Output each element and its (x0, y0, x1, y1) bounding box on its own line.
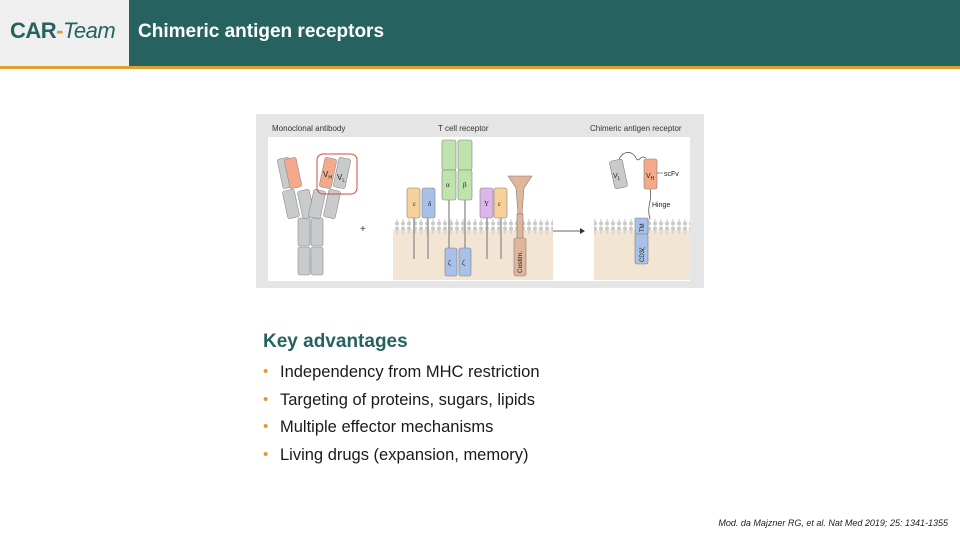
tcr-alpha-1 (441, 139, 457, 171)
car-vh-domain (643, 158, 658, 190)
mab-title: Monoclonal antibody (272, 124, 345, 133)
list-item: •Targeting of proteins, sugars, lipids (263, 390, 535, 409)
antibody (277, 157, 351, 276)
tcr-membrane (393, 219, 553, 234)
zeta-label-1: ζ (448, 259, 451, 267)
bullet-icon: • (263, 445, 269, 463)
beta-label: β (463, 181, 467, 189)
tcr-complex (406, 139, 533, 277)
fc-right-1 (310, 217, 324, 247)
tcr-title: T cell receptor (438, 124, 489, 133)
mab-vl-label: VL (337, 173, 345, 184)
arrow-head (580, 228, 585, 234)
tcr-beta-1 (457, 139, 473, 171)
arm-left-cl (282, 189, 300, 219)
advantages-title: Key advantages (263, 331, 408, 352)
plus-sign: + (360, 224, 366, 235)
logo-text: CAR-Team (10, 18, 116, 43)
tcr-beta-2 (457, 169, 473, 201)
arm-right-vh (319, 157, 337, 189)
cd3-delta (421, 187, 436, 219)
list-item: •Independency from MHC restriction (263, 363, 540, 381)
header-rule (0, 66, 960, 69)
page-title: Chimeric antigen receptors (138, 21, 385, 42)
cd3z-domain (634, 233, 649, 265)
gamma-label: Υ (484, 200, 489, 208)
arm-right-cl (323, 189, 341, 219)
delta-label: δ (428, 200, 432, 208)
arm-left-vh (284, 157, 302, 189)
tm-label: TM (640, 223, 646, 232)
costim-domain (513, 237, 527, 277)
mab-vh-label: VH (323, 170, 332, 181)
zeta-2 (458, 247, 472, 277)
fc-left-2 (297, 246, 311, 276)
scfv-label: scFv (664, 171, 679, 178)
scfv-linker (617, 152, 647, 163)
car-vl-domain (609, 158, 628, 189)
cd3z-label: CD3ζ (640, 247, 646, 262)
hinge-label: Hinge (652, 202, 670, 209)
list-item: •Living drugs (expansion, memory) (263, 445, 529, 464)
zeta-1 (444, 247, 458, 277)
list-item: •Multiple effector mechanisms (263, 418, 494, 436)
cd3-gamma (479, 187, 494, 219)
header-bar (0, 0, 960, 66)
receptor-diagram: Monoclonal antibody T cell receptor Chim… (256, 114, 704, 288)
car-construct (609, 152, 658, 265)
hinge-link (648, 188, 652, 220)
alpha-label: α (446, 181, 450, 189)
cd3-epsilon-2 (493, 187, 508, 219)
epsilon-label-2: ε (498, 200, 501, 208)
epsilon-label-1: ε (413, 200, 416, 208)
logo: CAR-Team (0, 0, 129, 66)
costim-label: Costim. (517, 251, 524, 273)
car-vl-label: VL (613, 173, 621, 182)
fv-highlight-box (316, 153, 358, 195)
car-title: Chimeric antigen receptor (590, 124, 682, 133)
bullet-icon: • (263, 363, 269, 380)
fc-left-1 (297, 217, 311, 247)
car-vh-label: VH (646, 173, 655, 182)
citation: Mod. da Majzner RG, et al. Nat Med 2019;… (718, 518, 948, 528)
cd3-epsilon-1 (406, 187, 421, 219)
bullet-icon: • (263, 418, 269, 435)
tcr-alpha-2 (441, 169, 457, 201)
zeta-label-2: ζ (462, 259, 465, 267)
arm-right-ch (308, 189, 326, 219)
bullet-icon: • (263, 390, 269, 408)
costim-stalk (516, 213, 524, 240)
fc-right-2 (310, 246, 324, 276)
advantages-list: •Independency from MHC restriction •Targ… (263, 362, 540, 472)
arm-right-vl (333, 157, 351, 189)
tcr-cytoplasm (393, 230, 553, 280)
